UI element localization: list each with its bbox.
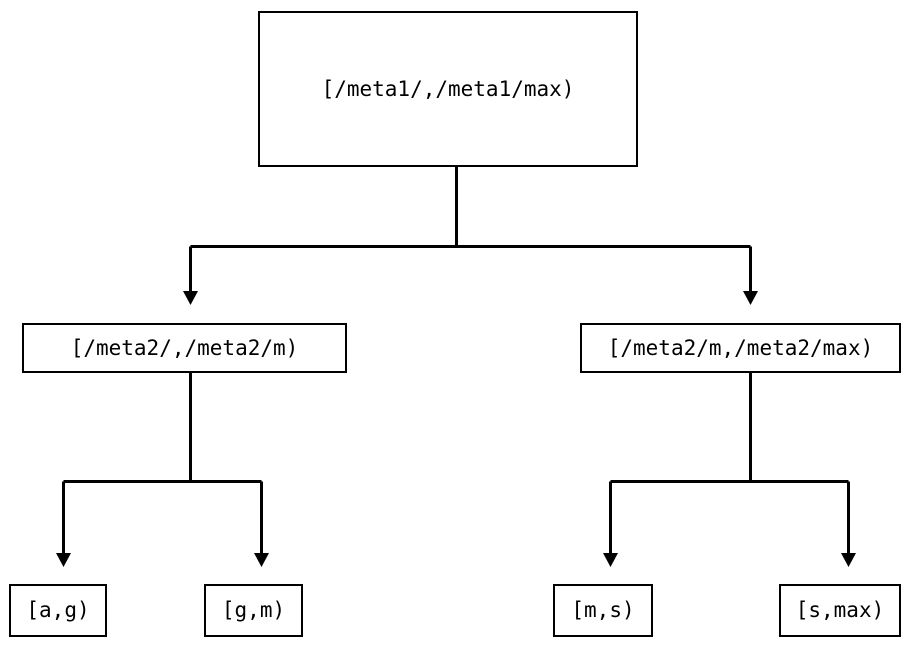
arrowhead-mid-right bbox=[743, 291, 758, 305]
node-mid-left-label: [/meta2/,/meta2/m) bbox=[70, 335, 299, 360]
node-leaf-a-g[interactable]: [a,g) bbox=[9, 584, 107, 637]
node-leaf-g-m[interactable]: [g,m) bbox=[204, 584, 303, 637]
node-leaf-a-g-label: [a,g) bbox=[26, 598, 90, 622]
node-leaf-g-m-label: [g,m) bbox=[221, 598, 286, 622]
arrowhead-mid-left bbox=[183, 291, 198, 305]
arrowhead-leaf-a-g bbox=[56, 553, 71, 567]
node-leaf-s-max-label: [s,max) bbox=[795, 598, 885, 622]
node-mid-left[interactable]: [/meta2/,/meta2/m) bbox=[22, 323, 347, 373]
node-leaf-m-s[interactable]: [m,s) bbox=[553, 584, 653, 637]
node-mid-right[interactable]: [/meta2/m,/meta2/max) bbox=[580, 323, 901, 373]
node-leaf-s-max[interactable]: [s,max) bbox=[779, 584, 901, 637]
node-mid-right-label: [/meta2/m,/meta2/max) bbox=[607, 335, 874, 360]
node-root-label: [/meta1/,/meta1/max) bbox=[321, 76, 575, 101]
arrowhead-leaf-s-max bbox=[841, 553, 856, 567]
node-root[interactable]: [/meta1/,/meta1/max) bbox=[258, 11, 638, 167]
arrowhead-leaf-g-m bbox=[254, 553, 269, 567]
node-leaf-m-s-label: [m,s) bbox=[571, 598, 635, 622]
arrowhead-leaf-m-s bbox=[603, 553, 618, 567]
